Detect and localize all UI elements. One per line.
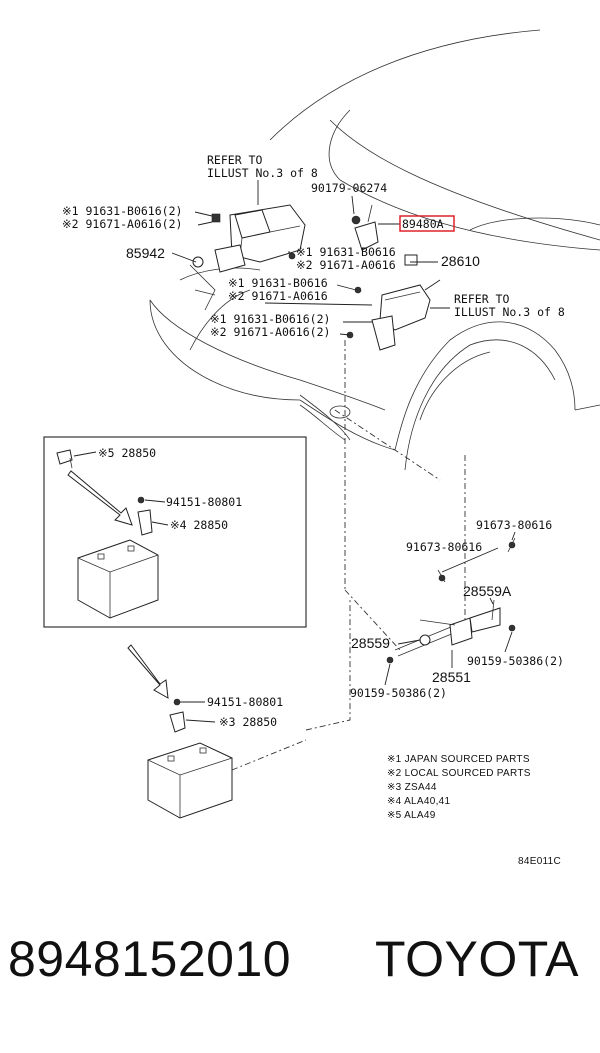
part-90159-left: 90159-50386(2) [350, 686, 447, 700]
note-5: ※5 ALA49 [387, 810, 436, 821]
part-90159-right: 90159-50386(2) [467, 654, 564, 668]
part-89480a: 89480A [402, 217, 444, 231]
lower-battery [147, 698, 233, 819]
part-91671-left: ※2 91671-A0616(2) [62, 217, 182, 231]
refer-label-a-line1: REFER TO [207, 153, 262, 167]
part-91671-mid: ※2 91671-A0616 [296, 258, 396, 272]
part-91673-mid: 91673-80616 [406, 540, 482, 554]
inset-battery-box [43, 436, 307, 628]
note-2: ※2 LOCAL SOURCED PARTS [387, 768, 531, 779]
lower-part-94151: 94151-80801 [207, 695, 283, 709]
inset-part-28850-5: ※5 28850 [98, 446, 156, 460]
part-91631-mid: ※1 91631-B0616 [296, 245, 396, 259]
footer-part-number: 8948152010 [8, 931, 292, 987]
part-labels: REFER TO ILLUST No.3 of 8 90179-06274 89… [62, 153, 565, 729]
leader-lines [73, 180, 516, 723]
dashed-connectors [231, 340, 466, 771]
notes-legend: ※1 JAPAN SOURCED PARTS ※2 LOCAL SOURCED … [387, 754, 561, 867]
part-85942: 85942 [126, 245, 165, 261]
part-91631-left: ※1 91631-B0616(2) [62, 204, 182, 218]
refer-label-b-line1: REFER TO [454, 292, 509, 306]
part-91671-c: ※2 91671-A0616 [228, 289, 328, 303]
highlight-89480a [399, 215, 455, 232]
refer-label-a-line2: ILLUST No.3 of 8 [207, 166, 318, 180]
part-28551: 28551 [432, 669, 471, 685]
inset-part-28850-4: ※4 28850 [170, 518, 228, 532]
part-90179-06274: 90179-06274 [311, 181, 387, 195]
refer-label-b-line2: ILLUST No.3 of 8 [454, 305, 565, 319]
note-4: ※4 ALA40,41 [387, 796, 451, 807]
note-3: ※3 ZSA44 [387, 782, 437, 793]
part-91673-right: 91673-80616 [476, 518, 552, 532]
vehicle-body-outline [149, 29, 600, 471]
lower-part-28850-3: ※3 28850 [219, 715, 277, 729]
part-91631-d: ※1 91631-B0616(2) [210, 312, 330, 326]
inset-part-94151: 94151-80801 [166, 495, 242, 509]
part-28559: 28559 [351, 635, 390, 651]
note-1: ※1 JAPAN SOURCED PARTS [387, 754, 530, 765]
footer-brand: TOYOTA [375, 931, 579, 987]
part-91631-c: ※1 91631-B0616 [228, 276, 328, 290]
bracket-28610 [346, 254, 431, 351]
part-28559a: 28559A [463, 583, 512, 599]
part-91671-d: ※2 91671-A0616(2) [210, 325, 330, 339]
ecu-bracket-assembly [189, 204, 306, 311]
parts-diagram: REFER TO ILLUST No.3 of 8 90179-06274 89… [43, 29, 600, 867]
footer: 8948152010 TOYOTA [0, 930, 600, 1010]
illustration-ref-code: 84E011C [518, 856, 561, 867]
direction-arrows [67, 470, 169, 699]
sensor-89480a [351, 204, 379, 251]
part-28610: 28610 [441, 253, 480, 269]
battery-bracket-assembly [386, 537, 516, 664]
